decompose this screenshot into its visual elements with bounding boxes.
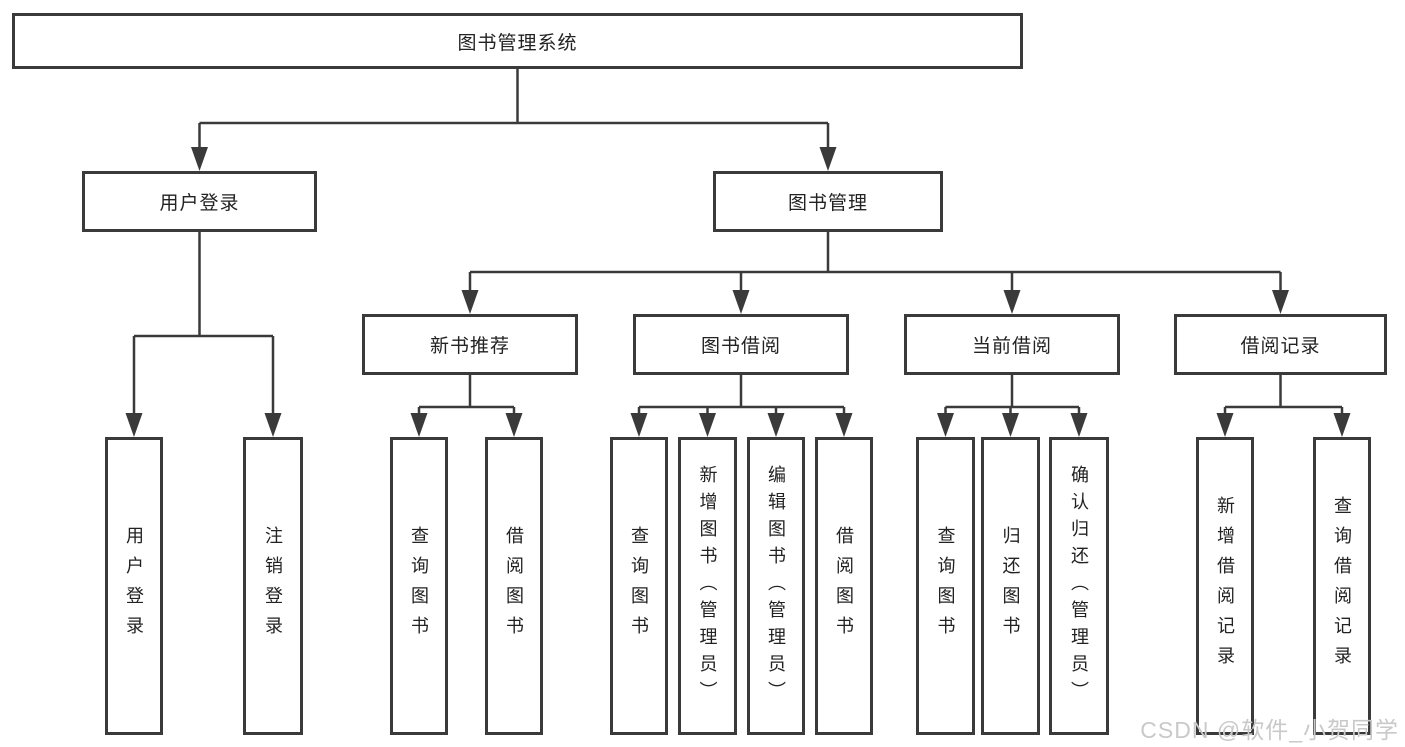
leaf-user-login-label: 用户登录 <box>124 526 144 646</box>
leaf-borrow-book: 借阅图书 <box>815 437 873 735</box>
node-current-borrow-label: 当前借阅 <box>971 336 1052 357</box>
leaf-borrow-add-book: 新增图书（管理员） <box>678 437 737 735</box>
leaf-borrow-query-label: 查询图书 <box>629 526 649 646</box>
leaf-borrow-book-label: 借阅图书 <box>834 526 854 646</box>
node-root-label: 图书管理系统 <box>457 32 578 54</box>
node-borrow-records-label: 借阅记录 <box>1240 336 1321 357</box>
leaf-logout-label: 注销登录 <box>263 526 283 646</box>
node-book-borrow-label: 图书借阅 <box>700 336 781 357</box>
node-new-books: 新书推荐 <box>362 314 578 375</box>
node-user-login: 用户登录 <box>82 171 317 232</box>
leaf-newbooks-borrow: 借阅图书 <box>485 437 543 735</box>
leaf-borrow-edit-book-label: 编辑图书（管理员） <box>766 464 786 708</box>
leaf-newbooks-borrow-label: 借阅图书 <box>504 526 524 646</box>
node-root: 图书管理系统 <box>12 13 1023 69</box>
leaf-newbooks-query: 查询图书 <box>390 437 448 735</box>
node-borrow-records: 借阅记录 <box>1174 314 1387 375</box>
node-new-books-label: 新书推荐 <box>429 336 510 357</box>
leaf-return-book-label: 归还图书 <box>1000 526 1021 646</box>
leaf-query-record-label: 查询借阅记录 <box>1332 496 1352 676</box>
node-current-borrow: 当前借阅 <box>904 314 1120 375</box>
node-book-mgmt-label: 图书管理 <box>787 193 868 214</box>
leaf-user-login: 用户登录 <box>105 437 163 735</box>
leaf-add-record-label: 新增借阅记录 <box>1215 496 1235 676</box>
leaf-newbooks-query-label: 查询图书 <box>409 526 429 646</box>
leaf-return-book: 归还图书 <box>981 437 1040 735</box>
leaf-add-record: 新增借阅记录 <box>1196 437 1254 735</box>
node-book-mgmt: 图书管理 <box>713 171 943 232</box>
leaf-borrow-query: 查询图书 <box>610 437 668 735</box>
leaf-confirm-return-label: 确认归还（管理员） <box>1069 464 1089 708</box>
leaf-confirm-return: 确认归还（管理员） <box>1049 437 1109 735</box>
leaf-logout: 注销登录 <box>243 437 303 735</box>
csdn-watermark: CSDN @软件_小贺同学 <box>1140 717 1399 743</box>
leaf-current-query: 查询图书 <box>916 437 975 735</box>
leaf-borrow-edit-book: 编辑图书（管理员） <box>747 437 805 735</box>
arrowheads <box>125 147 1351 437</box>
node-book-borrow: 图书借阅 <box>633 314 849 375</box>
leaf-query-record: 查询借阅记录 <box>1313 437 1371 735</box>
leaf-current-query-label: 查询图书 <box>935 526 956 646</box>
leaf-borrow-add-book-label: 新增图书（管理员） <box>697 464 718 708</box>
node-user-login-label: 用户登录 <box>159 193 240 214</box>
